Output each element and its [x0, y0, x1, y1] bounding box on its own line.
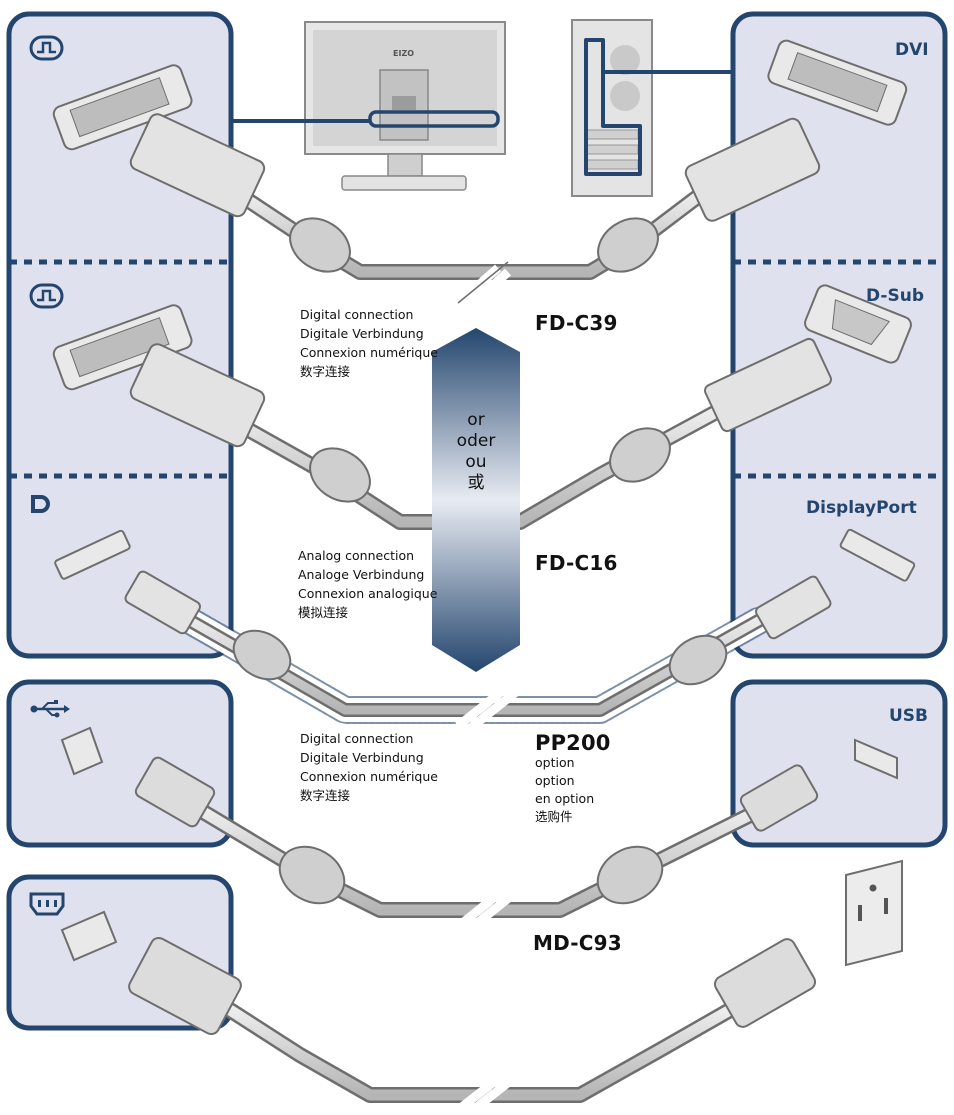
option-line: option: [535, 755, 575, 770]
dvi-plug-right: [684, 117, 821, 222]
fd-c39-description: Digital connection Digitale Verbindung C…: [300, 305, 438, 381]
displayport-plug-right: [755, 575, 832, 640]
usb-trident-icon: [30, 700, 70, 718]
or-line: ou: [465, 452, 487, 472]
fd-c16-description: Analog connection Analoge Verbindung Con…: [298, 546, 437, 622]
description-line: Digitale Verbindung: [300, 326, 424, 341]
or-arrow: [432, 328, 520, 672]
fd-c16-model: FD-C16: [535, 551, 618, 575]
usb-b-receptacle: [60, 726, 104, 776]
dsub-receptacle-pc: [804, 284, 912, 364]
or-line: oder: [456, 431, 496, 451]
dvi-receptacle-pc: [767, 39, 908, 126]
monitor-illustration: [231, 21, 506, 191]
or-label: or oder ou 或: [452, 410, 500, 494]
panel-title-dsub: D-Sub: [866, 286, 924, 306]
description-line: Digital connection: [300, 731, 414, 746]
description-line: Connexion analogique: [298, 586, 438, 601]
dvi-receptacle-monitor-2: [52, 304, 193, 391]
panel-title-usb: USB: [889, 706, 929, 726]
pc-illustration: [571, 19, 733, 197]
description-line: 数字连接: [300, 788, 351, 803]
description-line: 模拟连接: [298, 605, 349, 620]
wall-outlet: [845, 859, 903, 967]
description-line: 数字连接: [300, 364, 351, 379]
description-line: Analog connection: [298, 548, 415, 563]
panel-title-dvi: DVI: [895, 40, 929, 60]
cable-usb: [134, 756, 819, 933]
pp200-option-note: option option en option 选购件: [535, 754, 594, 826]
cable-fd-c39: [232, 187, 708, 313]
eizo-logo: EIZO: [393, 49, 415, 58]
dvi-port-icon: [29, 283, 64, 309]
or-line: or: [467, 410, 485, 430]
dvi-receptacle-monitor: [52, 64, 193, 151]
displayport-plug-left: [124, 570, 201, 635]
option-line: 选购件: [535, 809, 573, 824]
option-line: option: [535, 773, 575, 788]
power-inlet-icon: [29, 892, 65, 916]
dvi-plug-left-mid: [129, 343, 266, 448]
description-line: Connexion numérique: [300, 345, 438, 360]
option-line: en option: [535, 791, 595, 806]
panel-title-displayport: DisplayPort: [806, 498, 917, 518]
fd-c39-model: FD-C39: [535, 311, 618, 335]
displayport-logo-icon: [31, 495, 50, 513]
description-line: Connexion numérique: [300, 769, 438, 784]
description-line: Digital connection: [300, 307, 414, 322]
pp200-model: PP200: [535, 731, 611, 755]
displayport-receptacle: [54, 529, 131, 580]
or-line: 或: [467, 473, 485, 493]
description-line: Analoge Verbindung: [298, 567, 425, 582]
description-line: Digitale Verbindung: [300, 750, 424, 765]
cable-power: [128, 936, 817, 1115]
dvi-port-icon: [29, 35, 64, 61]
md-c93-model: MD-C93: [533, 931, 622, 955]
usb-a-receptacle: [854, 738, 898, 780]
power-inlet-receptacle: [60, 910, 118, 962]
displayport-receptacle-pc: [839, 528, 916, 582]
pp200-description: Digital connection Digitale Verbindung C…: [300, 729, 438, 805]
dvi-plug-left-top: [129, 113, 266, 218]
dsub-plug-right: [704, 337, 832, 433]
cable-pp200: [166, 601, 774, 734]
